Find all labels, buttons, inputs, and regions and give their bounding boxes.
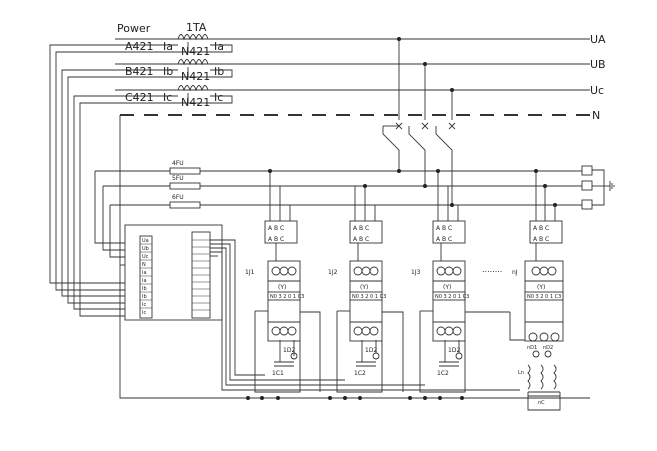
module-indicator: 1D2	[448, 347, 460, 354]
more-modules-ellipsis: ........	[482, 265, 502, 274]
module-indicator: 1D2	[283, 347, 295, 354]
controller-terminal: N	[142, 262, 146, 268]
controller-terminal: Ia	[142, 278, 147, 284]
module-capacitor: nC	[538, 400, 545, 406]
bus-name-uc: Uc	[590, 84, 604, 97]
module-capacitor: 1C2	[354, 370, 366, 377]
module-abc-bottom: A B C	[533, 236, 549, 243]
controller-terminal: Ia	[142, 270, 147, 276]
module-abc-bottom: A B C	[436, 236, 452, 243]
fuse-label-6fu: 6FU	[172, 194, 184, 201]
module-terminals: N0 3 2 0 1 C3	[352, 294, 386, 300]
current-label-a: Ia	[163, 40, 173, 53]
fuse-5fu	[169, 182, 201, 190]
module-center: (Y)	[537, 284, 545, 291]
ct-coil-b	[177, 59, 209, 66]
controller-terminal: Ic	[142, 310, 146, 316]
ground-icon	[604, 181, 615, 191]
bus-name-ub: UB	[590, 58, 606, 71]
fuse-label-5fu: 5FU	[172, 175, 184, 182]
bus-name-n: N	[592, 109, 600, 122]
module-center: (Y)	[443, 284, 451, 291]
module-inductor: Ln	[518, 370, 524, 376]
module-abc-bottom: A B C	[268, 236, 284, 243]
module-name: 1J2	[328, 269, 338, 276]
phase-label-c: C421	[125, 91, 154, 104]
module-name: 1J3	[411, 269, 421, 276]
module-abc-top: A B C	[268, 225, 284, 232]
module-1	[254, 171, 301, 393]
module-name: nJ	[512, 269, 518, 276]
module-center: (Y)	[360, 284, 368, 291]
module-3	[382, 171, 466, 393]
module-name: 1J1	[245, 269, 255, 276]
current-label-b: Ib	[163, 65, 173, 78]
module-abc-top: A B C	[353, 225, 369, 232]
ct-coil-a	[177, 34, 209, 41]
controller-terminal: Ua	[142, 238, 149, 244]
secondary-label-a: N421	[181, 45, 210, 58]
transformer-label: 1TA	[186, 21, 207, 34]
module-indicator: nD2	[543, 345, 553, 351]
module-abc-top: A B C	[436, 225, 452, 232]
module-terminals: N0 3 2 0 1 C3	[527, 294, 561, 300]
current-label-c: Ic	[163, 91, 172, 104]
secondary-current-a: Ia	[214, 40, 224, 53]
module-n	[465, 171, 564, 411]
power-label: Power	[117, 22, 151, 35]
fuse-4fu	[169, 167, 201, 175]
module-terminals: N0 3 2 0 1 C3	[435, 294, 469, 300]
secondary-current-c: Ic	[214, 91, 223, 104]
controller-terminal: Uc	[142, 254, 149, 260]
module-center: (Y)	[278, 284, 286, 291]
module-capacitor: 1C1	[272, 370, 284, 377]
phase-label-a: A421	[125, 40, 154, 53]
module-abc-top: A B C	[533, 225, 549, 232]
module-indicator: 1D2	[365, 347, 377, 354]
fuse-label-4fu: 4FU	[172, 160, 184, 167]
module-capacitor: 1C2	[437, 370, 449, 377]
secondary-current-b: Ib	[214, 65, 224, 78]
controller-terminal: Ub	[142, 246, 149, 252]
ct-coil-c	[177, 85, 209, 92]
fuse-6fu	[169, 201, 201, 209]
controller-terminal: Ib	[142, 294, 147, 300]
phase-label-b: B421	[125, 65, 154, 78]
breaker-icon	[395, 122, 456, 130]
secondary-label-b: N421	[181, 70, 210, 83]
module-2	[300, 186, 383, 393]
controller-terminal: Ib	[142, 286, 147, 292]
module-terminals: N0 3 2 0 1 C3	[270, 294, 304, 300]
module-indicator-left: nD1	[527, 345, 537, 351]
controller-terminal: Ic	[142, 302, 146, 308]
secondary-label-c: N421	[181, 96, 210, 109]
bus-name-ua: UA	[590, 33, 606, 46]
module-abc-bottom: A B C	[353, 236, 369, 243]
